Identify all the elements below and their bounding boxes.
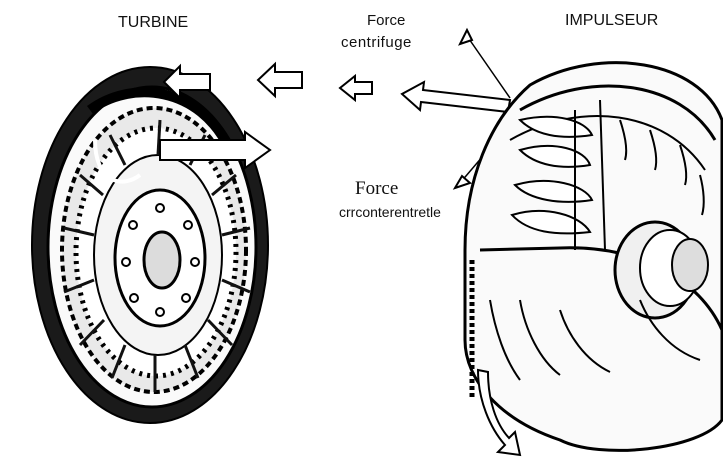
impeller-wheel — [465, 63, 722, 451]
force-arrow — [258, 30, 512, 188]
turbine-label: TURBINE — [118, 14, 188, 32]
turbine-wheel — [32, 67, 268, 423]
centrifugal-force-label-line1: Force — [367, 12, 405, 29]
other-force-label-line1: Force — [355, 178, 398, 200]
other-force-label-line2: crrconterentretle — [339, 204, 441, 220]
impulseur-label: IMPULSEUR — [565, 12, 658, 30]
centrifugal-force-label-line2: centrifuge — [341, 34, 412, 51]
